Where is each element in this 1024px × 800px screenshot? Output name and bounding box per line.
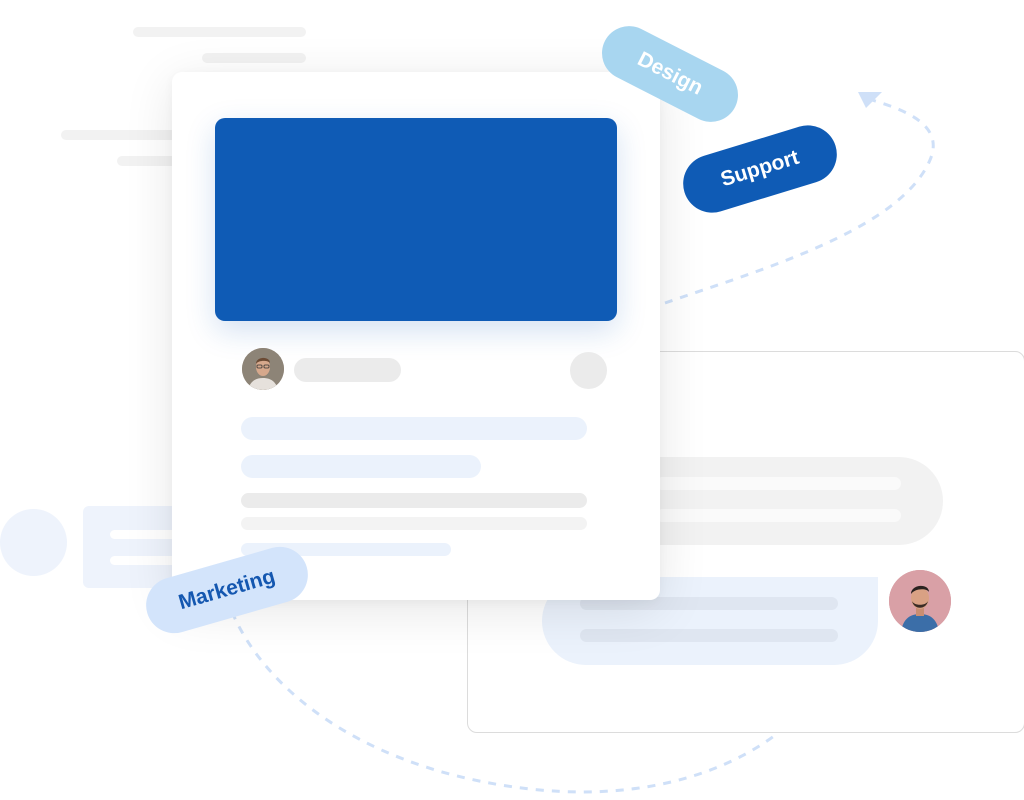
incoming-line-2 bbox=[656, 509, 901, 522]
post-body-line-1 bbox=[241, 493, 587, 508]
outgoing-line-2 bbox=[580, 629, 838, 642]
ghost-line-1 bbox=[133, 27, 306, 37]
ghost-line-3 bbox=[61, 130, 201, 140]
author-name-placeholder bbox=[294, 358, 401, 382]
ghost-message-line-1 bbox=[110, 530, 200, 539]
post-options-button[interactable] bbox=[570, 352, 607, 389]
ghost-avatar-circle bbox=[0, 509, 67, 576]
outgoing-line-1 bbox=[580, 597, 838, 610]
dashed-path-top bbox=[664, 98, 935, 305]
ghost-line-2 bbox=[202, 53, 306, 63]
post-image-placeholder bbox=[215, 118, 617, 321]
incoming-line-1 bbox=[656, 477, 901, 490]
post-title-line-1 bbox=[241, 417, 587, 440]
tag-support-label: Support bbox=[718, 145, 802, 192]
tag-marketing-label: Marketing bbox=[176, 564, 278, 615]
post-body-line-2 bbox=[241, 517, 587, 530]
chat-user-avatar bbox=[889, 570, 951, 632]
ghost-message-line-2 bbox=[110, 556, 200, 565]
person-avatar-icon bbox=[242, 348, 284, 390]
ghost-line-4 bbox=[117, 156, 201, 166]
post-author-avatar bbox=[242, 348, 284, 390]
post-title-line-2 bbox=[241, 455, 481, 478]
person-avatar-icon bbox=[889, 570, 951, 632]
triangle-arrow-icon bbox=[858, 92, 882, 108]
post-card bbox=[172, 72, 660, 600]
